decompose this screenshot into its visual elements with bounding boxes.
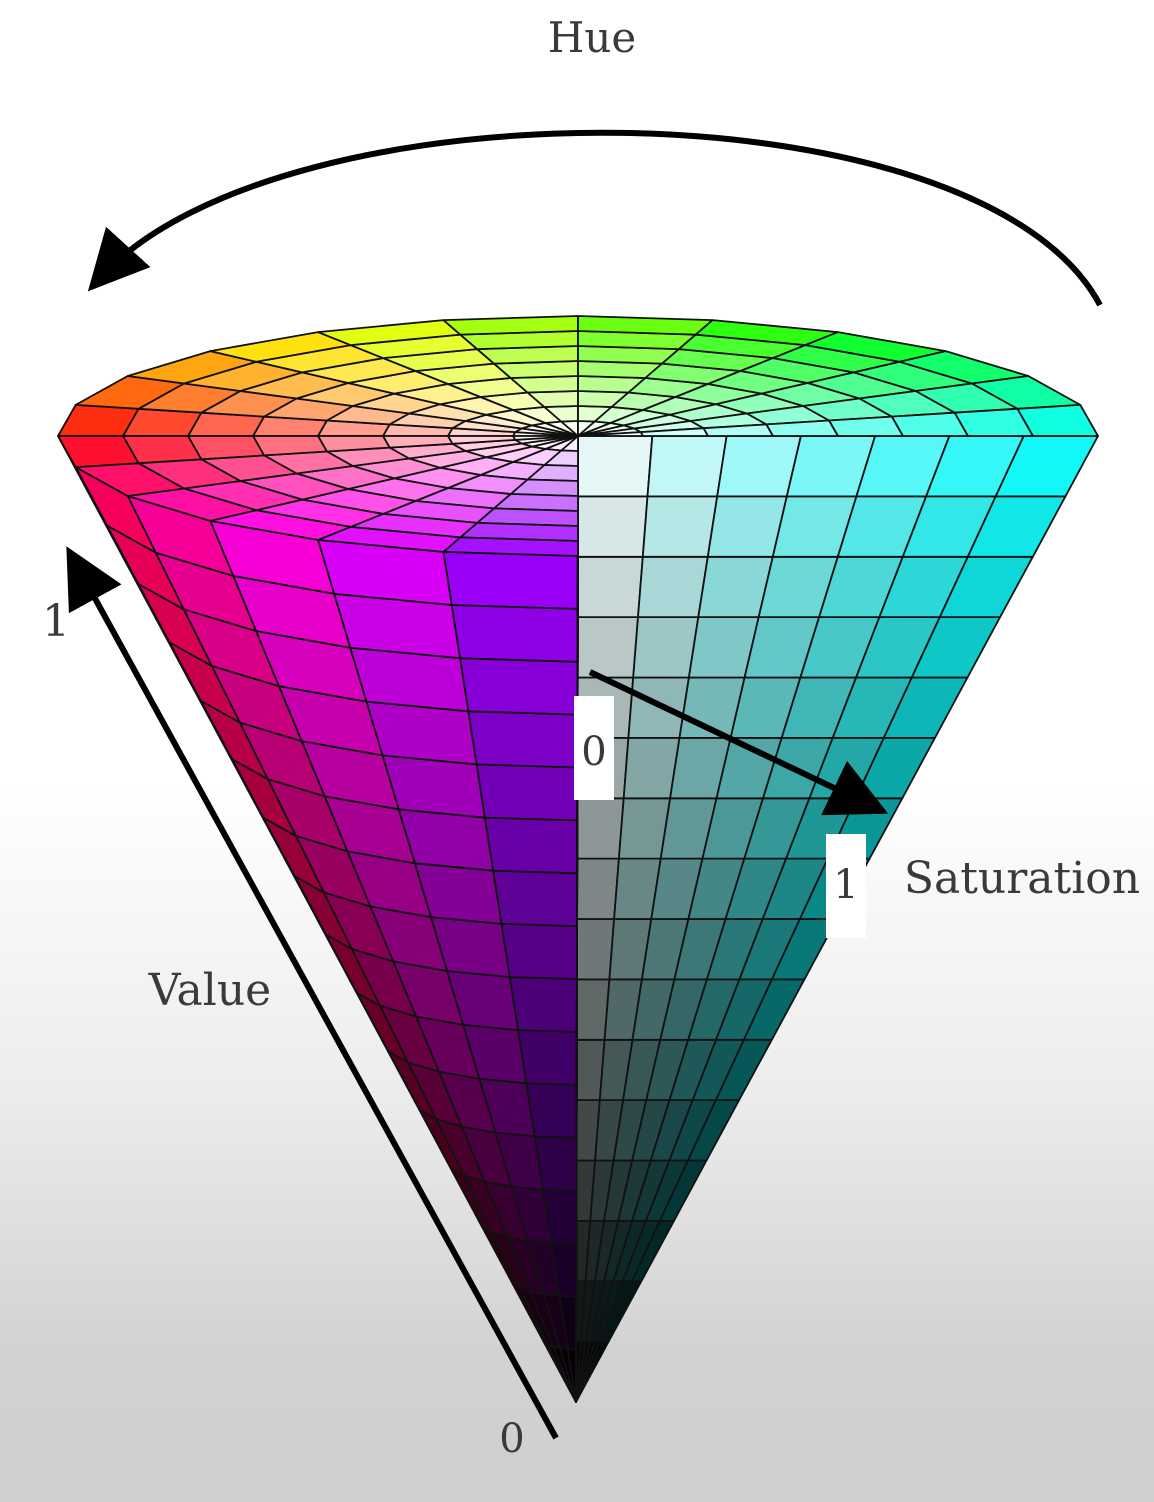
hue-arrow xyxy=(87,129,1103,307)
cone-side-cell xyxy=(442,551,579,610)
cone-side-cell xyxy=(475,763,579,822)
cone-top-cell xyxy=(57,435,140,469)
cone-side-cell xyxy=(483,816,579,875)
cone-side-cell xyxy=(500,922,578,980)
cone-cut-cell xyxy=(646,435,728,498)
cone-side-cell xyxy=(492,869,579,927)
cone-top-cell xyxy=(57,403,140,437)
cone-top-cell xyxy=(442,315,579,336)
cone-cut-cell xyxy=(576,495,649,558)
saturation-min-label: 0 xyxy=(581,729,606,775)
cone-side-cell xyxy=(459,657,579,716)
saturation-label: Saturation xyxy=(904,853,1140,904)
saturation-max-label: 1 xyxy=(833,862,858,908)
value-max-label: 1 xyxy=(42,596,70,647)
cone-side-cell xyxy=(517,1029,578,1086)
cone-top-cell xyxy=(442,536,579,557)
cone-cut-cell xyxy=(576,857,620,920)
cone-top-cell xyxy=(252,435,328,457)
cone-cut-cell xyxy=(577,435,654,498)
cone-top-cell xyxy=(1016,403,1099,437)
value-arrow xyxy=(66,546,559,1440)
cone-cut-cell xyxy=(632,616,700,679)
cone-side-cell xyxy=(508,976,578,1033)
saturation-end-box xyxy=(826,834,866,938)
cone-side-cell xyxy=(450,604,579,663)
cone-cut-cell xyxy=(637,555,709,618)
cone-cut-cell xyxy=(641,495,719,558)
cone-cut-cell xyxy=(576,918,615,981)
value-min-label: 0 xyxy=(499,1416,524,1462)
saturation-arrow xyxy=(588,669,889,816)
cone-top-cell xyxy=(828,415,904,437)
cone-side-cell xyxy=(467,710,579,769)
cone-top-cell xyxy=(577,315,714,336)
hue-label: Hue xyxy=(548,13,637,62)
cone-top-disk xyxy=(57,315,1099,557)
cone-side-surface xyxy=(57,435,579,1403)
cone-cut-cell xyxy=(576,616,639,679)
saturation-start-box xyxy=(574,696,614,800)
value-label: Value xyxy=(148,965,271,1016)
cone-cut-cell xyxy=(576,797,625,860)
cone-cut-cell xyxy=(576,555,644,618)
cone-cutaway-faces xyxy=(575,435,1099,1403)
